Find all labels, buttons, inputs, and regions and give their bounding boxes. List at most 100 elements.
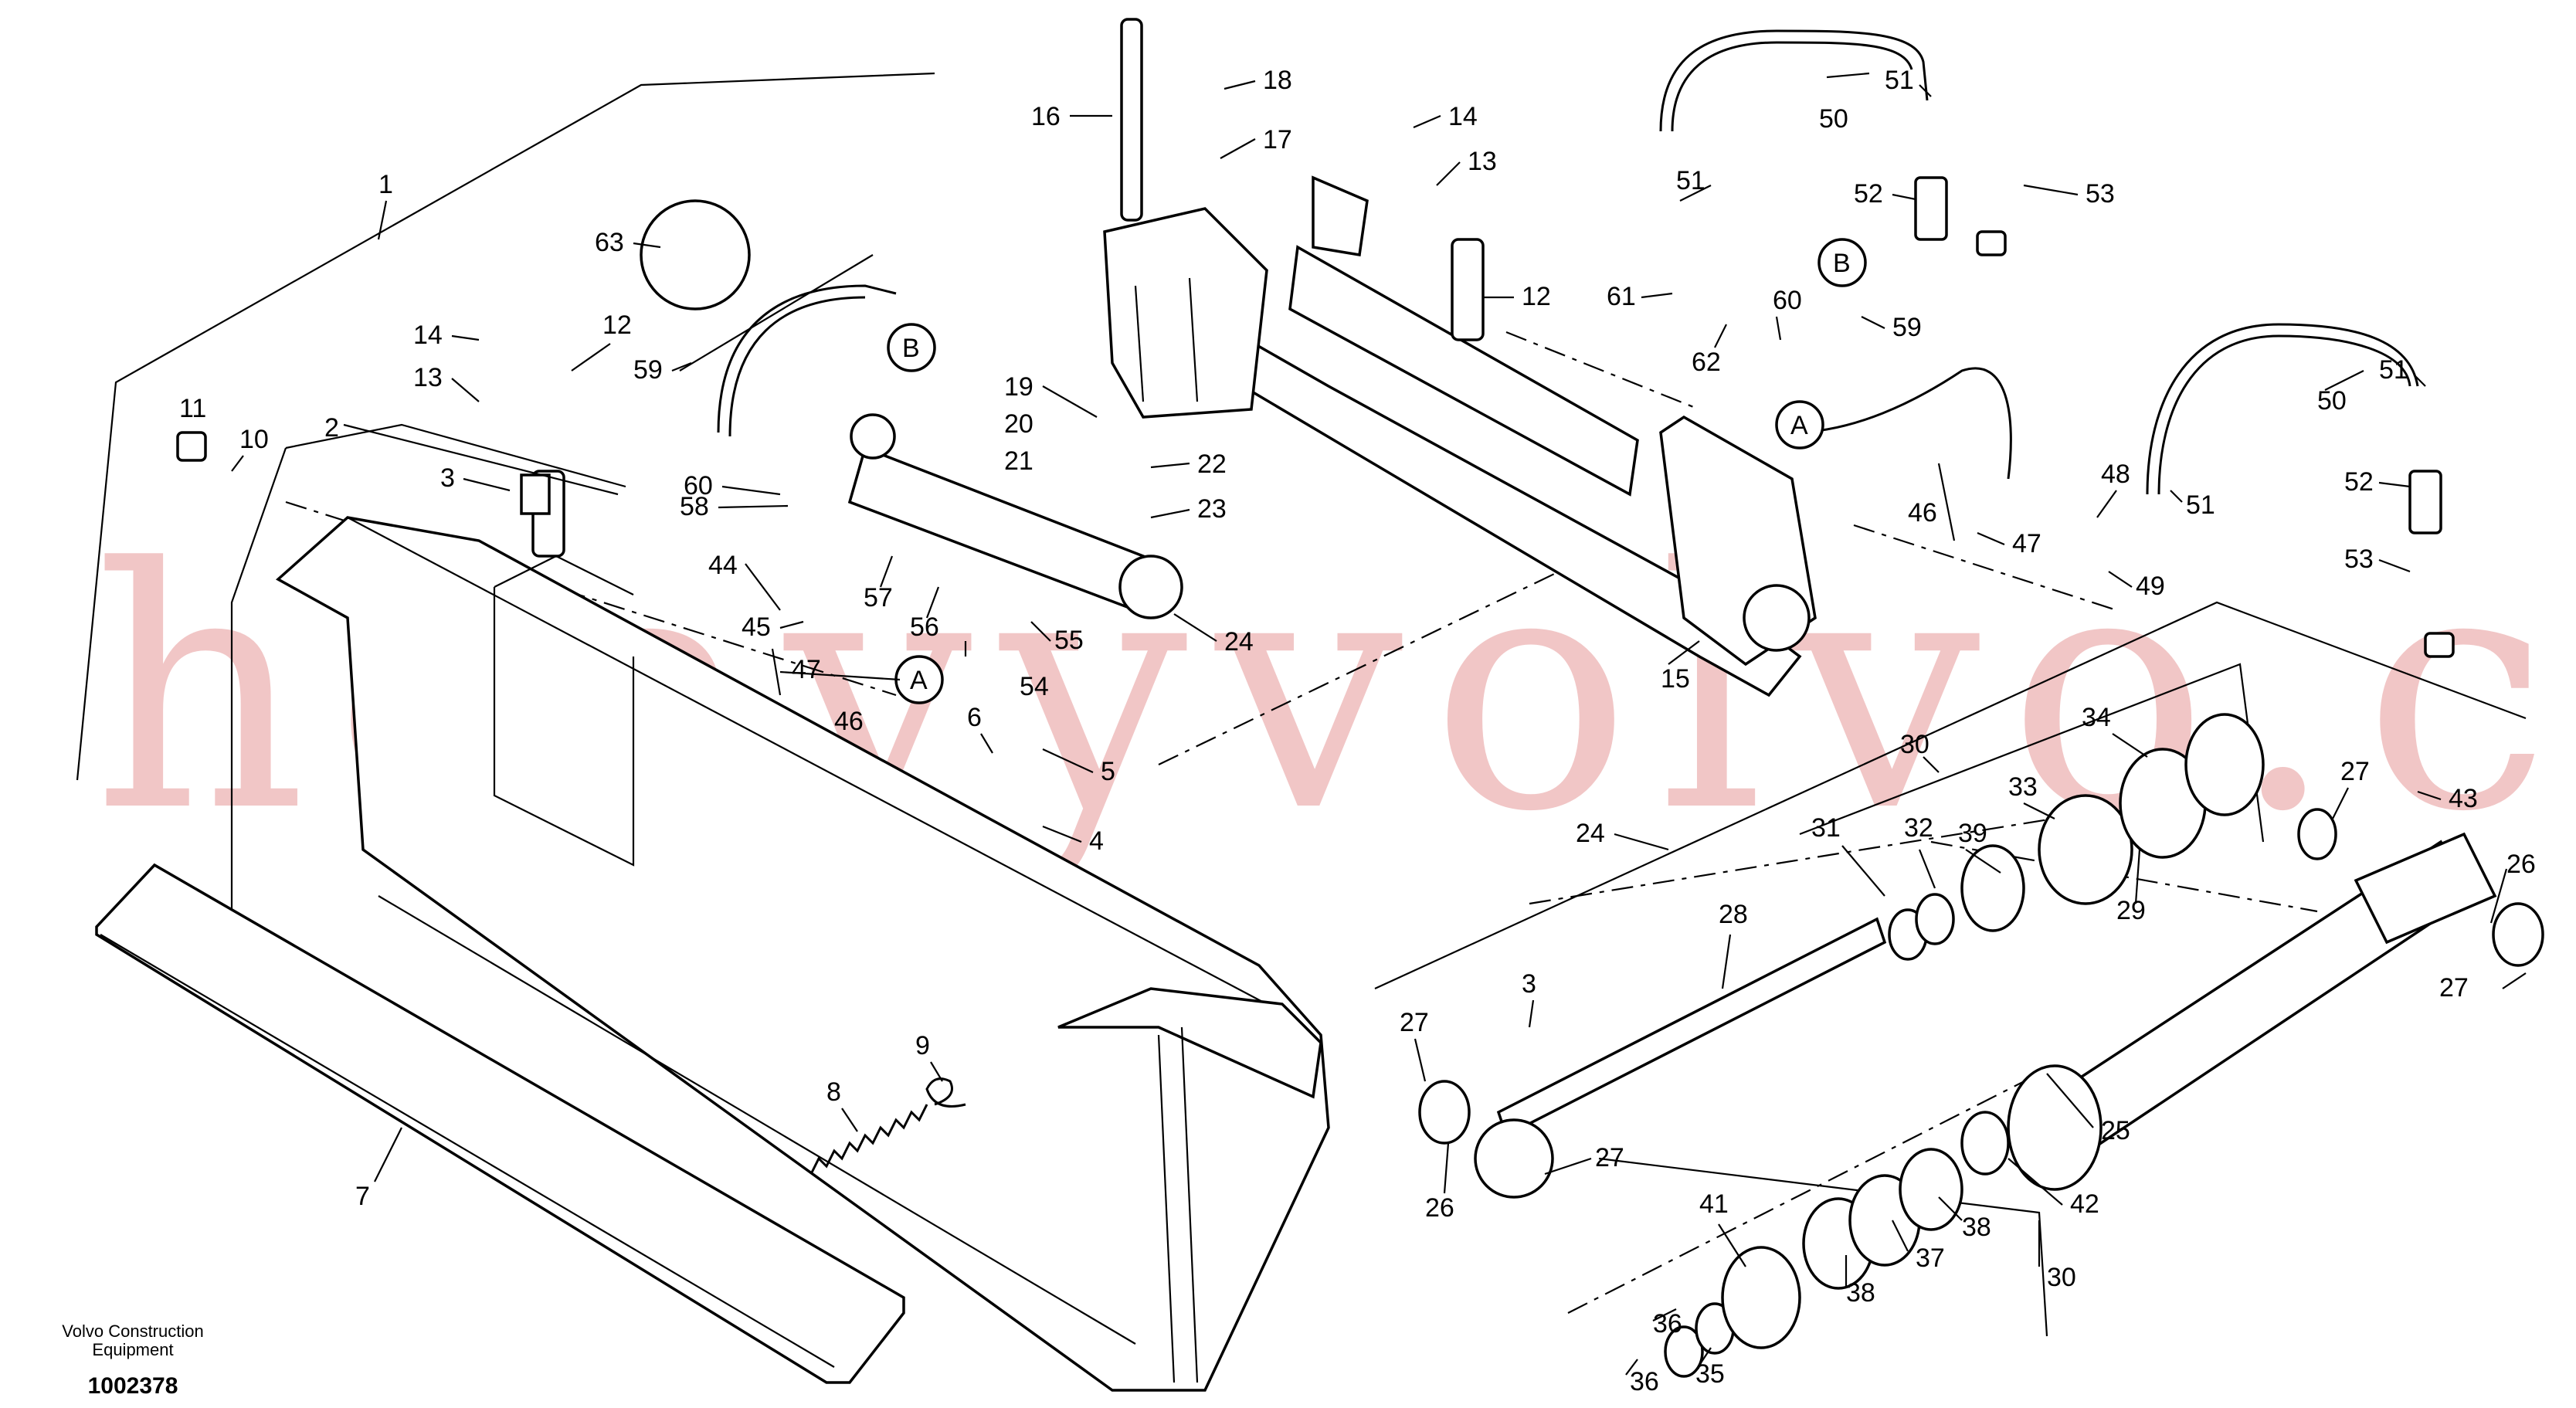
svg-text:55: 55 — [1054, 626, 1084, 655]
svg-text:60: 60 — [1773, 286, 1802, 315]
svg-text:39: 39 — [1958, 819, 1987, 848]
svg-text:61: 61 — [1607, 282, 1636, 311]
connector-label: A — [910, 666, 928, 695]
cutting-edge-blade — [95, 863, 905, 1384]
svg-text:32: 32 — [1904, 813, 1933, 843]
cylinder-rod-28 — [1474, 917, 1887, 1199]
svg-text:27: 27 — [1400, 1008, 1429, 1037]
callout: 25 — [2046, 1073, 2130, 1145]
callout: 20 — [1004, 409, 1033, 439]
callout: 48 — [2096, 460, 2130, 518]
svg-text:14: 14 — [413, 321, 443, 350]
callout: 37 — [1892, 1220, 1945, 1273]
callout: 26 — [1425, 1142, 1454, 1223]
callout: 57 — [864, 555, 894, 612]
svg-text:29: 29 — [2116, 896, 2146, 925]
svg-text:1: 1 — [378, 170, 393, 199]
svg-text:20: 20 — [1004, 409, 1033, 439]
callout: 10 — [231, 425, 269, 472]
svg-text:53: 53 — [2344, 545, 2374, 574]
svg-text:22: 22 — [1197, 450, 1227, 479]
svg-text:49: 49 — [2136, 572, 2165, 601]
svg-text:57: 57 — [864, 583, 893, 612]
callout: 53 — [2344, 545, 2411, 574]
callout: 36 — [1625, 1359, 1659, 1396]
callout: 36 — [1652, 1308, 1682, 1338]
svg-text:17: 17 — [1263, 125, 1292, 154]
brand-line-2: Equipment — [92, 1340, 174, 1359]
svg-text:14: 14 — [1448, 102, 1478, 131]
callout: 5 — [1042, 748, 1115, 786]
callout: 13 — [413, 363, 480, 402]
callout: 39 — [1958, 819, 2001, 874]
callout: 59 — [633, 355, 692, 385]
callout: 18 — [1224, 66, 1292, 95]
svg-text:45: 45 — [742, 612, 771, 642]
callout: 14 — [1413, 102, 1478, 131]
svg-text:62: 62 — [1692, 348, 1721, 377]
callout: 59 — [1861, 313, 1922, 342]
svg-text:25: 25 — [2101, 1116, 2130, 1145]
callout: 12 — [571, 310, 632, 372]
callout: 6 — [967, 703, 993, 754]
svg-text:31: 31 — [1811, 813, 1841, 843]
callout: 51 — [1676, 166, 1712, 202]
callout: 60 — [684, 471, 781, 500]
svg-text:52: 52 — [2344, 467, 2374, 497]
callout: 47 — [1977, 529, 2041, 558]
svg-text:9: 9 — [915, 1031, 930, 1060]
svg-text:46: 46 — [1908, 498, 1937, 528]
callout: 15 — [1661, 640, 1700, 694]
callout: 28 — [1719, 900, 1748, 989]
callout: 30 — [2038, 1220, 2076, 1292]
svg-text:24: 24 — [1224, 627, 1254, 657]
callout: 38 — [1845, 1255, 1875, 1308]
svg-text:5: 5 — [1101, 757, 1115, 786]
quick-coupler-frame — [1103, 175, 1817, 697]
svg-text:47: 47 — [792, 655, 821, 684]
callout: 49 — [2108, 571, 2165, 601]
callout: 8 — [826, 1077, 858, 1132]
seals-and-rings — [640, 199, 2544, 1378]
svg-text:24: 24 — [1576, 819, 1605, 848]
svg-text:30: 30 — [1900, 730, 1929, 759]
svg-text:2: 2 — [324, 413, 339, 443]
callout: 27 — [2332, 757, 2370, 819]
callout: 50 — [1819, 72, 1870, 134]
callout: 29 — [2116, 849, 2146, 925]
svg-text:23: 23 — [1197, 494, 1227, 524]
callout: 27 — [2439, 972, 2527, 1003]
bucket-body — [275, 516, 1330, 1392]
callout: 44 — [708, 551, 781, 611]
callout: 24 — [1576, 819, 1669, 851]
callout: 56 — [910, 586, 940, 642]
callout: 55 — [1030, 621, 1084, 655]
callout: 46 — [771, 648, 864, 736]
callout: 41 — [1699, 1189, 1746, 1267]
svg-text:12: 12 — [602, 310, 632, 340]
connector-label: A — [1790, 411, 1808, 440]
callout: 33 — [2008, 772, 2055, 819]
svg-text:54: 54 — [1020, 672, 1049, 701]
callout: 21 — [1004, 446, 1033, 476]
callout: 3 — [1522, 969, 1536, 1028]
callout: 60 — [1773, 286, 1802, 341]
callout: 3 — [440, 463, 511, 493]
svg-text:50: 50 — [2317, 386, 2347, 416]
callout: 35 — [1695, 1347, 1725, 1389]
callout: 26 — [2489, 850, 2536, 924]
callout: 1 — [377, 170, 393, 240]
svg-text:19: 19 — [1004, 372, 1033, 402]
callout: 4 — [1042, 825, 1104, 856]
svg-text:26: 26 — [1425, 1193, 1454, 1223]
svg-text:60: 60 — [684, 471, 713, 500]
callout: 51 — [2379, 355, 2426, 387]
callout: 51 — [1885, 66, 1932, 97]
svg-text:33: 33 — [2008, 772, 2038, 802]
connector-label: B — [902, 334, 920, 363]
svg-text:11: 11 — [179, 394, 206, 423]
cylinder-barrel-25 — [2007, 832, 2497, 1191]
svg-text:36: 36 — [1630, 1367, 1659, 1396]
svg-text:15: 15 — [1661, 664, 1690, 694]
callout: 43 — [2417, 784, 2478, 813]
